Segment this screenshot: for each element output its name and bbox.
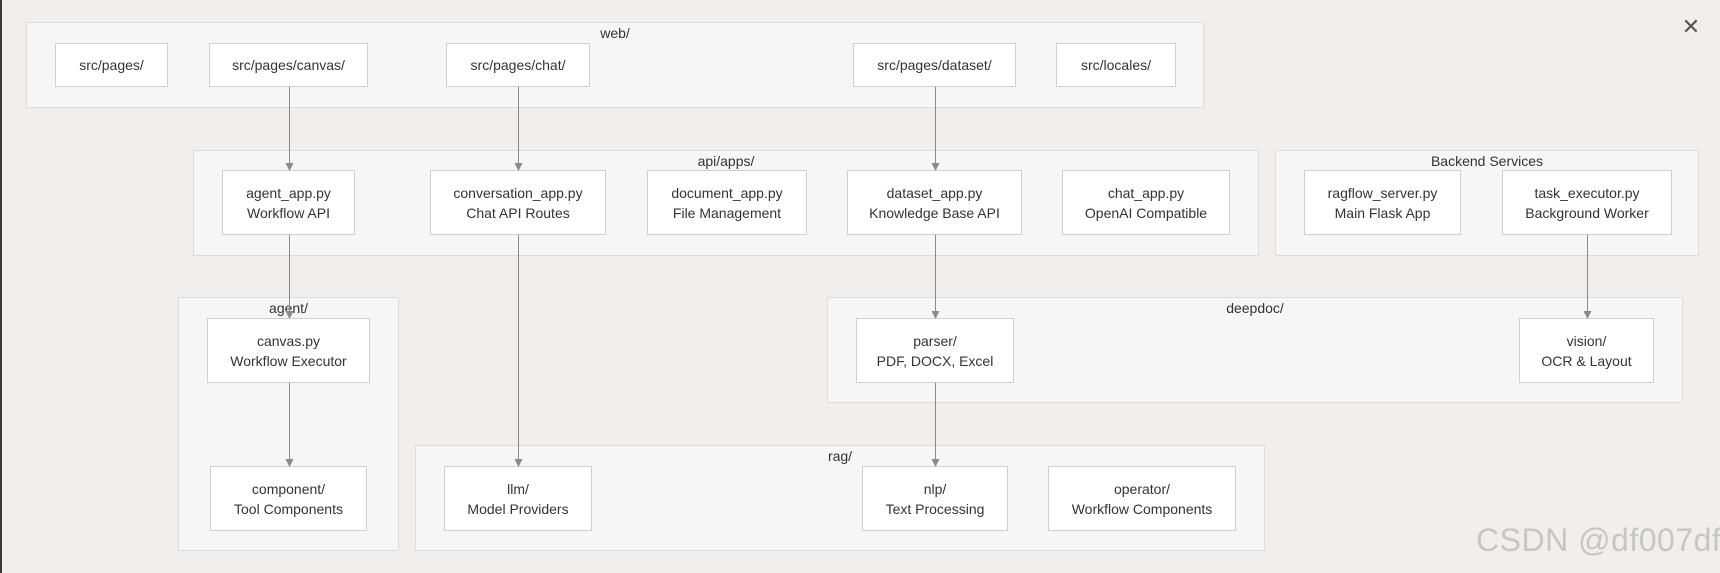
node-title: conversation_app.py	[453, 184, 583, 201]
node-title: llm/	[507, 480, 529, 497]
group-label-rag: rag/	[827, 448, 853, 464]
node-vision[interactable]: vision/ OCR & Layout	[1519, 318, 1654, 383]
node-title: src/pages/canvas/	[232, 57, 345, 73]
node-chat-app[interactable]: chat_app.py OpenAI Compatible	[1062, 170, 1230, 235]
node-subtitle: Workflow API	[247, 204, 330, 221]
node-src-pages[interactable]: src/pages/	[55, 43, 168, 87]
node-title: dataset_app.py	[886, 184, 983, 201]
node-subtitle: Model Providers	[467, 500, 569, 517]
group-label-agent: agent/	[269, 300, 308, 316]
node-nlp[interactable]: nlp/ Text Processing	[862, 466, 1008, 531]
node-dataset-app[interactable]: dataset_app.py Knowledge Base API	[847, 170, 1022, 235]
node-component[interactable]: component/ Tool Components	[210, 466, 367, 531]
watermark-text: CSDN @df007df	[1476, 522, 1720, 558]
node-operator[interactable]: operator/ Workflow Components	[1048, 466, 1236, 531]
node-subtitle: Knowledge Base API	[869, 204, 1000, 221]
node-task-executor[interactable]: task_executor.py Background Worker	[1502, 170, 1672, 235]
node-title: task_executor.py	[1534, 184, 1640, 201]
node-document-app[interactable]: document_app.py File Management	[647, 170, 807, 235]
node-title: component/	[251, 480, 326, 497]
node-subtitle: Chat API Routes	[466, 204, 570, 221]
node-subtitle: Text Processing	[885, 500, 985, 517]
node-subtitle: Tool Components	[234, 500, 343, 517]
node-title: src/locales/	[1080, 57, 1152, 73]
node-subtitle: Workflow Components	[1071, 500, 1213, 517]
group-web: web/	[26, 22, 1204, 108]
close-icon[interactable]: ✕	[1681, 14, 1701, 39]
node-subtitle: File Management	[672, 204, 782, 221]
node-title: ragflow_server.py	[1327, 184, 1438, 201]
node-title: agent_app.py	[246, 184, 331, 201]
node-title: vision/	[1566, 332, 1607, 349]
node-title: document_app.py	[671, 184, 783, 201]
node-title: src/pages/	[79, 57, 144, 73]
node-title: src/pages/dataset/	[877, 57, 992, 73]
group-label-backend-services: Backend Services	[1430, 153, 1544, 169]
group-label-api-apps: api/apps/	[697, 153, 755, 169]
node-src-pages-canvas[interactable]: src/pages/canvas/	[209, 43, 368, 87]
node-subtitle: PDF, DOCX, Excel	[876, 352, 994, 369]
node-title: chat_app.py	[1107, 184, 1185, 201]
node-src-pages-dataset[interactable]: src/pages/dataset/	[853, 43, 1016, 87]
node-subtitle: OCR & Layout	[1541, 352, 1632, 369]
node-title: src/pages/chat/	[470, 57, 566, 73]
node-subtitle: OpenAI Compatible	[1084, 204, 1208, 221]
node-canvas[interactable]: canvas.py Workflow Executor	[207, 318, 370, 383]
node-title: operator/	[1113, 480, 1171, 497]
node-parser[interactable]: parser/ PDF, DOCX, Excel	[856, 318, 1014, 383]
node-ragflow-server[interactable]: ragflow_server.py Main Flask App	[1304, 170, 1461, 235]
node-agent-app[interactable]: agent_app.py Workflow API	[222, 170, 355, 235]
node-title: canvas.py	[256, 332, 321, 349]
node-src-locales[interactable]: src/locales/	[1056, 43, 1176, 87]
node-subtitle: Background Worker	[1525, 204, 1649, 221]
node-subtitle: Main Flask App	[1334, 204, 1431, 221]
node-title: parser/	[913, 332, 957, 349]
node-llm[interactable]: llm/ Model Providers	[444, 466, 592, 531]
node-src-pages-chat[interactable]: src/pages/chat/	[446, 43, 590, 87]
node-subtitle: Workflow Executor	[230, 352, 347, 369]
node-title: nlp/	[923, 480, 947, 497]
group-label-web: web/	[600, 25, 630, 41]
node-conversation-app[interactable]: conversation_app.py Chat API Routes	[430, 170, 606, 235]
group-label-deepdoc: deepdoc/	[1226, 300, 1284, 316]
